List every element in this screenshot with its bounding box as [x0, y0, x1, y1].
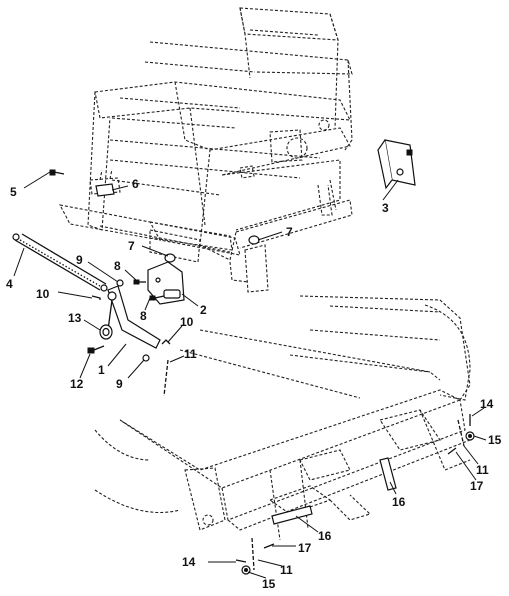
callout-9-upper: 9	[76, 253, 83, 267]
lower-header-assembly	[94, 295, 471, 541]
callout-15-left: 15	[262, 577, 276, 591]
part-10-cotter-upper	[91, 295, 101, 300]
callout-10-lower: 10	[180, 315, 194, 329]
callout-9-lower: 9	[116, 377, 123, 391]
callout-11-left: 11	[280, 563, 293, 577]
callout-12: 12	[70, 377, 84, 391]
callout-3: 3	[382, 201, 389, 215]
part-1-lever-arm	[107, 285, 161, 349]
callout-6: 6	[132, 177, 139, 191]
callout-17-right: 17	[470, 479, 484, 493]
part-3-bracket-plate	[377, 139, 416, 190]
leader-lines	[13, 171, 487, 579]
callout-16-left: 16	[318, 529, 332, 543]
callout-15-right: 15	[488, 433, 502, 447]
callout-11-right: 11	[476, 463, 489, 477]
part-9-pin-lower	[142, 354, 150, 362]
callout-7-right: 7	[286, 225, 293, 239]
part-16-pin-left	[271, 505, 313, 525]
callout-14-left: 14	[182, 555, 196, 569]
callout-14-right: 14	[480, 397, 494, 411]
part-6-bracket	[95, 183, 115, 197]
part-17-clip-left	[263, 543, 275, 549]
part-16-pin-right	[379, 457, 397, 491]
part-11-chain-upper	[163, 359, 169, 397]
callout-1: 1	[98, 363, 105, 377]
callout-17-left: 17	[298, 541, 312, 555]
part-9-pin-upper	[116, 279, 124, 287]
part-4-spring	[12, 233, 108, 292]
callout-8-upper: 8	[114, 259, 121, 273]
part-8-bolt-upper	[133, 279, 146, 285]
part-11-chain-left	[251, 537, 255, 571]
callout-7-left: 7	[128, 239, 135, 253]
part-7-nut-right	[248, 235, 260, 245]
part-10-cotter-lower	[161, 339, 171, 345]
upper-frame-assembly	[58, 7, 353, 293]
callout-labels: 5 6 3 7 7 4 9 8 10 8 2 10 13 12 1 9 11 1…	[6, 177, 502, 591]
callout-8-lower: 8	[140, 309, 147, 323]
part-12-bolt	[87, 345, 105, 354]
part-15-washer-right	[465, 431, 475, 441]
callout-2: 2	[200, 303, 207, 317]
part-14-bolt-left	[235, 559, 247, 563]
callout-16-right: 16	[392, 495, 406, 509]
part-15-washer-left	[241, 565, 251, 575]
callout-5: 5	[10, 185, 17, 199]
callout-13: 13	[68, 311, 82, 325]
callout-10-upper: 10	[36, 287, 50, 301]
part-13-bushing	[99, 324, 113, 340]
part-17-clip-right	[447, 447, 457, 455]
part-2-pivot-bracket	[147, 261, 185, 305]
callout-11-upper: 11	[184, 347, 197, 361]
part-11-chain-right	[457, 419, 465, 447]
callout-4: 4	[6, 277, 13, 291]
part-5-bolt	[49, 169, 65, 176]
